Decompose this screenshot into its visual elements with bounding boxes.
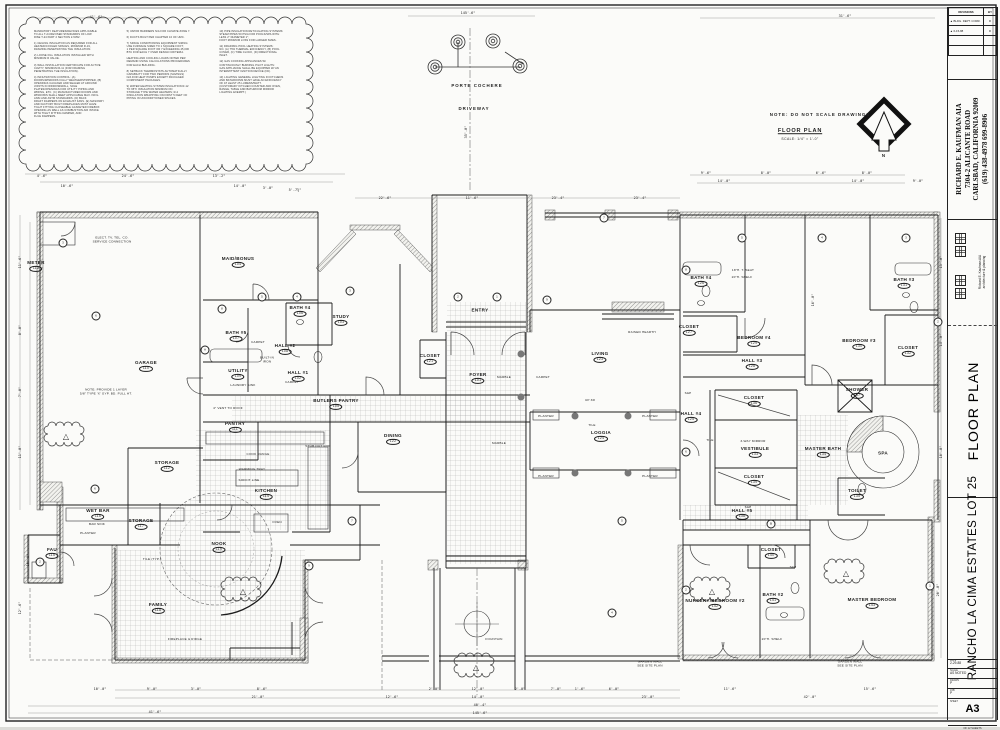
project-title-section: RANCHO LA CIMA ESTATES LOT 25 [948, 476, 997, 680]
revision-row: ▲ 6-15-88 [948, 25, 984, 36]
logo-window-icon [955, 275, 966, 286]
job-label: JOB [950, 688, 955, 692]
by-header: BY [983, 7, 997, 16]
sheet-title-section: FLOOR PLAN [948, 325, 997, 498]
scale-value: AS NOTED [950, 671, 967, 676]
dimension-lines [19, 15, 942, 714]
revisions-table: REVISIONS BY ▲ BLDG. DEPT. CORR. R ▲ 6-1… [948, 7, 997, 80]
notes-column-2: 5) VAPOR BARRIERS N/A FOR CLIMATE ZONE 7… [126, 30, 191, 101]
architect-address-line: CARLSBAD, CALIFORNIA 92009 [972, 97, 980, 201]
project-title: RANCHO LA CIMA ESTATES LOT 25 [966, 475, 979, 681]
drawn-label: DRAWN [950, 678, 959, 682]
revision-clouds [18, 16, 865, 678]
logo-window-icon [955, 246, 966, 257]
logo-window-icon [955, 288, 966, 299]
north-arrow-icon [856, 96, 912, 152]
revision-row: ▲ BLDG. DEPT. CORR. [948, 15, 984, 26]
fixtures [31, 33, 932, 646]
title-block: REVISIONS BY ▲ BLDG. DEPT. CORR. R ▲ 6-1… [947, 7, 998, 730]
drawn-value: P [950, 681, 953, 686]
architect-address-line: (619) 438-4978 699-8906 [981, 113, 989, 185]
logo-window-icon [955, 233, 966, 244]
interior-walls [27, 194, 939, 690]
sheet-border [5, 4, 997, 722]
notes-column-3: 10) PIPE INSULATION RETICULATING SYSTEMS… [219, 30, 284, 94]
sheet-label: SHEET [950, 700, 958, 703]
architect-address-line: RICHARD E. KAUFMAN AIA [955, 103, 963, 195]
scale-label: SCALE [950, 668, 958, 672]
revisions-header: REVISIONS [948, 7, 984, 16]
date-value: 2-29-88 [950, 661, 961, 666]
sheet-title: FLOOR PLAN [964, 361, 981, 461]
centerlines [29, 28, 478, 695]
date-label: DATE [950, 658, 957, 662]
sheet-number: A3 [965, 703, 980, 715]
floor-tile-areas [118, 302, 848, 660]
architect-address-line: 7304-2 ALICANTE ROAD [963, 109, 971, 189]
job-value: P [950, 691, 953, 696]
